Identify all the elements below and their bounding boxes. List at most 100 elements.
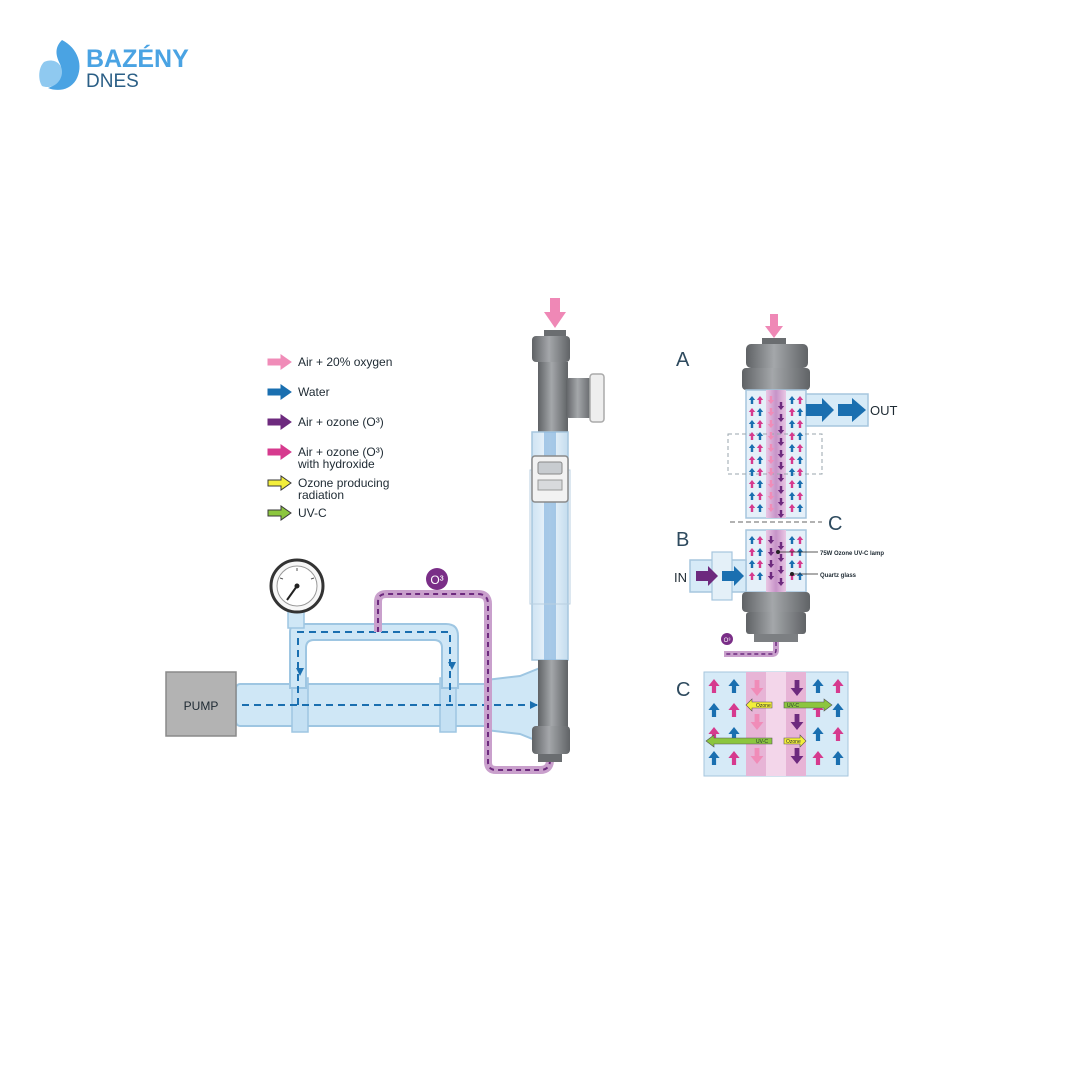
bypass-piping [235, 603, 541, 744]
section-c-divider-label: C [828, 513, 842, 535]
out-flow-arrow-icon [806, 398, 834, 422]
flow-arrow-up-icon [748, 492, 756, 500]
bypass-loop-pipe [289, 623, 459, 689]
o3-small-badge-icon [721, 633, 733, 645]
lower-chamber-flow [748, 536, 804, 586]
flow-arrow-down-icon [767, 560, 775, 568]
flow-arrow-up-icon [708, 727, 720, 741]
flow-arrow-down-icon [777, 450, 785, 458]
legend-arrow-icon [267, 414, 292, 430]
flow-arrow-up-icon [788, 536, 796, 544]
top-intake-arrow-icon [765, 326, 783, 338]
flow-arrow-up-icon [832, 703, 844, 717]
flow-arrow-up-icon [788, 456, 796, 464]
flow-arrow-down-icon [767, 396, 775, 404]
flow-arrow-up-icon [788, 480, 796, 488]
flow-arrow-up-icon [788, 492, 796, 500]
flow-arrow-up-icon [788, 504, 796, 512]
pump-box [165, 671, 237, 737]
flow-arrow-down-icon [767, 456, 775, 464]
flow-arrow-down-icon [790, 748, 804, 764]
flow-arrow-up-icon [756, 492, 764, 500]
legend-item: Air + ozone (O³)with hydroxide [267, 444, 384, 471]
air-intake-arrow-icon [544, 312, 566, 328]
uvc-radiation-arrow2-icon [705, 734, 773, 748]
flow-arrow-up-icon [812, 727, 824, 741]
uvc-tag-2: UV-C [756, 739, 768, 745]
legend-item: UV-C [267, 505, 327, 521]
flow-arrow-up-icon [796, 536, 804, 544]
flow-arrow-down-icon [790, 714, 804, 730]
flow-arrow-up-icon [748, 456, 756, 464]
flow-arrow-up-icon [756, 572, 764, 580]
flow-arrow-up-icon [796, 560, 804, 568]
flow-arrow-up-icon [728, 703, 740, 717]
flow-arrow-down-icon [767, 480, 775, 488]
ozone-radiation-arrow2-icon [783, 734, 807, 748]
legend-item: Air + 20% oxygen [267, 354, 392, 370]
reactor-cross-section: A B C OUT IN 75W Oz [674, 314, 898, 657]
flow-arrow-up-icon [788, 444, 796, 452]
flow-arrow-down-icon [777, 414, 785, 422]
flow-arrow-up-icon [748, 480, 756, 488]
pump-label: PUMP [184, 699, 219, 713]
flow-arrow-up-icon [708, 679, 720, 693]
flow-arrow-up-icon [796, 480, 804, 488]
flow-arrow-up-icon [832, 679, 844, 693]
flow-arrow-down-icon [767, 432, 775, 440]
brand-name-line2: DNES [86, 71, 139, 92]
legend-item: Air + ozone (O³) [267, 414, 384, 430]
flow-arrow-up-icon [708, 751, 720, 765]
flow-arrow-up-icon [748, 408, 756, 416]
flow-arrow-down-icon [777, 426, 785, 434]
flow-arrow-down-icon [750, 748, 764, 764]
legend-label-line2: with hydroxide [297, 457, 375, 471]
section-c-detail: C Ozone UV-C UV-C Ozone [676, 671, 849, 777]
flow-arrow-down-icon [777, 486, 785, 494]
section-a-label: A [676, 349, 690, 371]
upper-chamber-flow [748, 396, 804, 518]
o3-badge-label: O³ [430, 573, 443, 587]
flow-arrow-up-icon [748, 468, 756, 476]
flow-arrow-down-icon [767, 548, 775, 556]
ozone-radiation-arrow-icon [745, 698, 773, 712]
brand-name-line1: BAZÉNY [86, 44, 189, 73]
legend-label: Ozone producing [298, 476, 389, 490]
legend-label: UV-C [298, 506, 327, 520]
flow-arrow-up-icon [796, 492, 804, 500]
flow-arrow-up-icon [728, 679, 740, 693]
legend-arrow-icon [267, 444, 292, 460]
out-label: OUT [870, 403, 898, 418]
flow-arrow-up-icon [756, 548, 764, 556]
flow-arrow-up-icon [756, 444, 764, 452]
flow-arrow-up-icon [756, 408, 764, 416]
flow-arrow-down-icon [777, 474, 785, 482]
flow-arrow-up-icon [796, 408, 804, 416]
flow-arrow-up-icon [756, 536, 764, 544]
flow-arrow-down-icon [767, 504, 775, 512]
brand-logo[interactable]: BAZÉNY DNES [39, 40, 189, 92]
flow-arrow-up-icon [788, 420, 796, 428]
flow-arrow-down-icon [750, 680, 764, 696]
flow-arrow-up-icon [832, 727, 844, 741]
flow-arrow-up-icon [756, 432, 764, 440]
ozone-tag-1: Ozone [756, 703, 771, 709]
flow-arrow-down-icon [777, 402, 785, 410]
pressure-gauge [269, 558, 325, 614]
pump: PUMP [165, 671, 237, 737]
wave-logo-icon [48, 40, 80, 90]
in-ozone-arrow-icon [696, 566, 718, 586]
flow-arrow-up-icon [812, 751, 824, 765]
flow-arrow-up-icon [748, 536, 756, 544]
section-c-detail-label: C [676, 679, 690, 701]
flow-arrow-down-icon [790, 680, 804, 696]
flow-arrow-up-icon [756, 456, 764, 464]
uvc-radiation-arrow-icon [783, 698, 833, 712]
flow-arrow-up-icon [728, 727, 740, 741]
flow-arrow-down-icon [767, 408, 775, 416]
legend-item: Water [267, 384, 330, 400]
flow-arrow-up-icon [788, 560, 796, 568]
in-label: IN [674, 570, 687, 585]
flow-arrow-up-icon [788, 432, 796, 440]
